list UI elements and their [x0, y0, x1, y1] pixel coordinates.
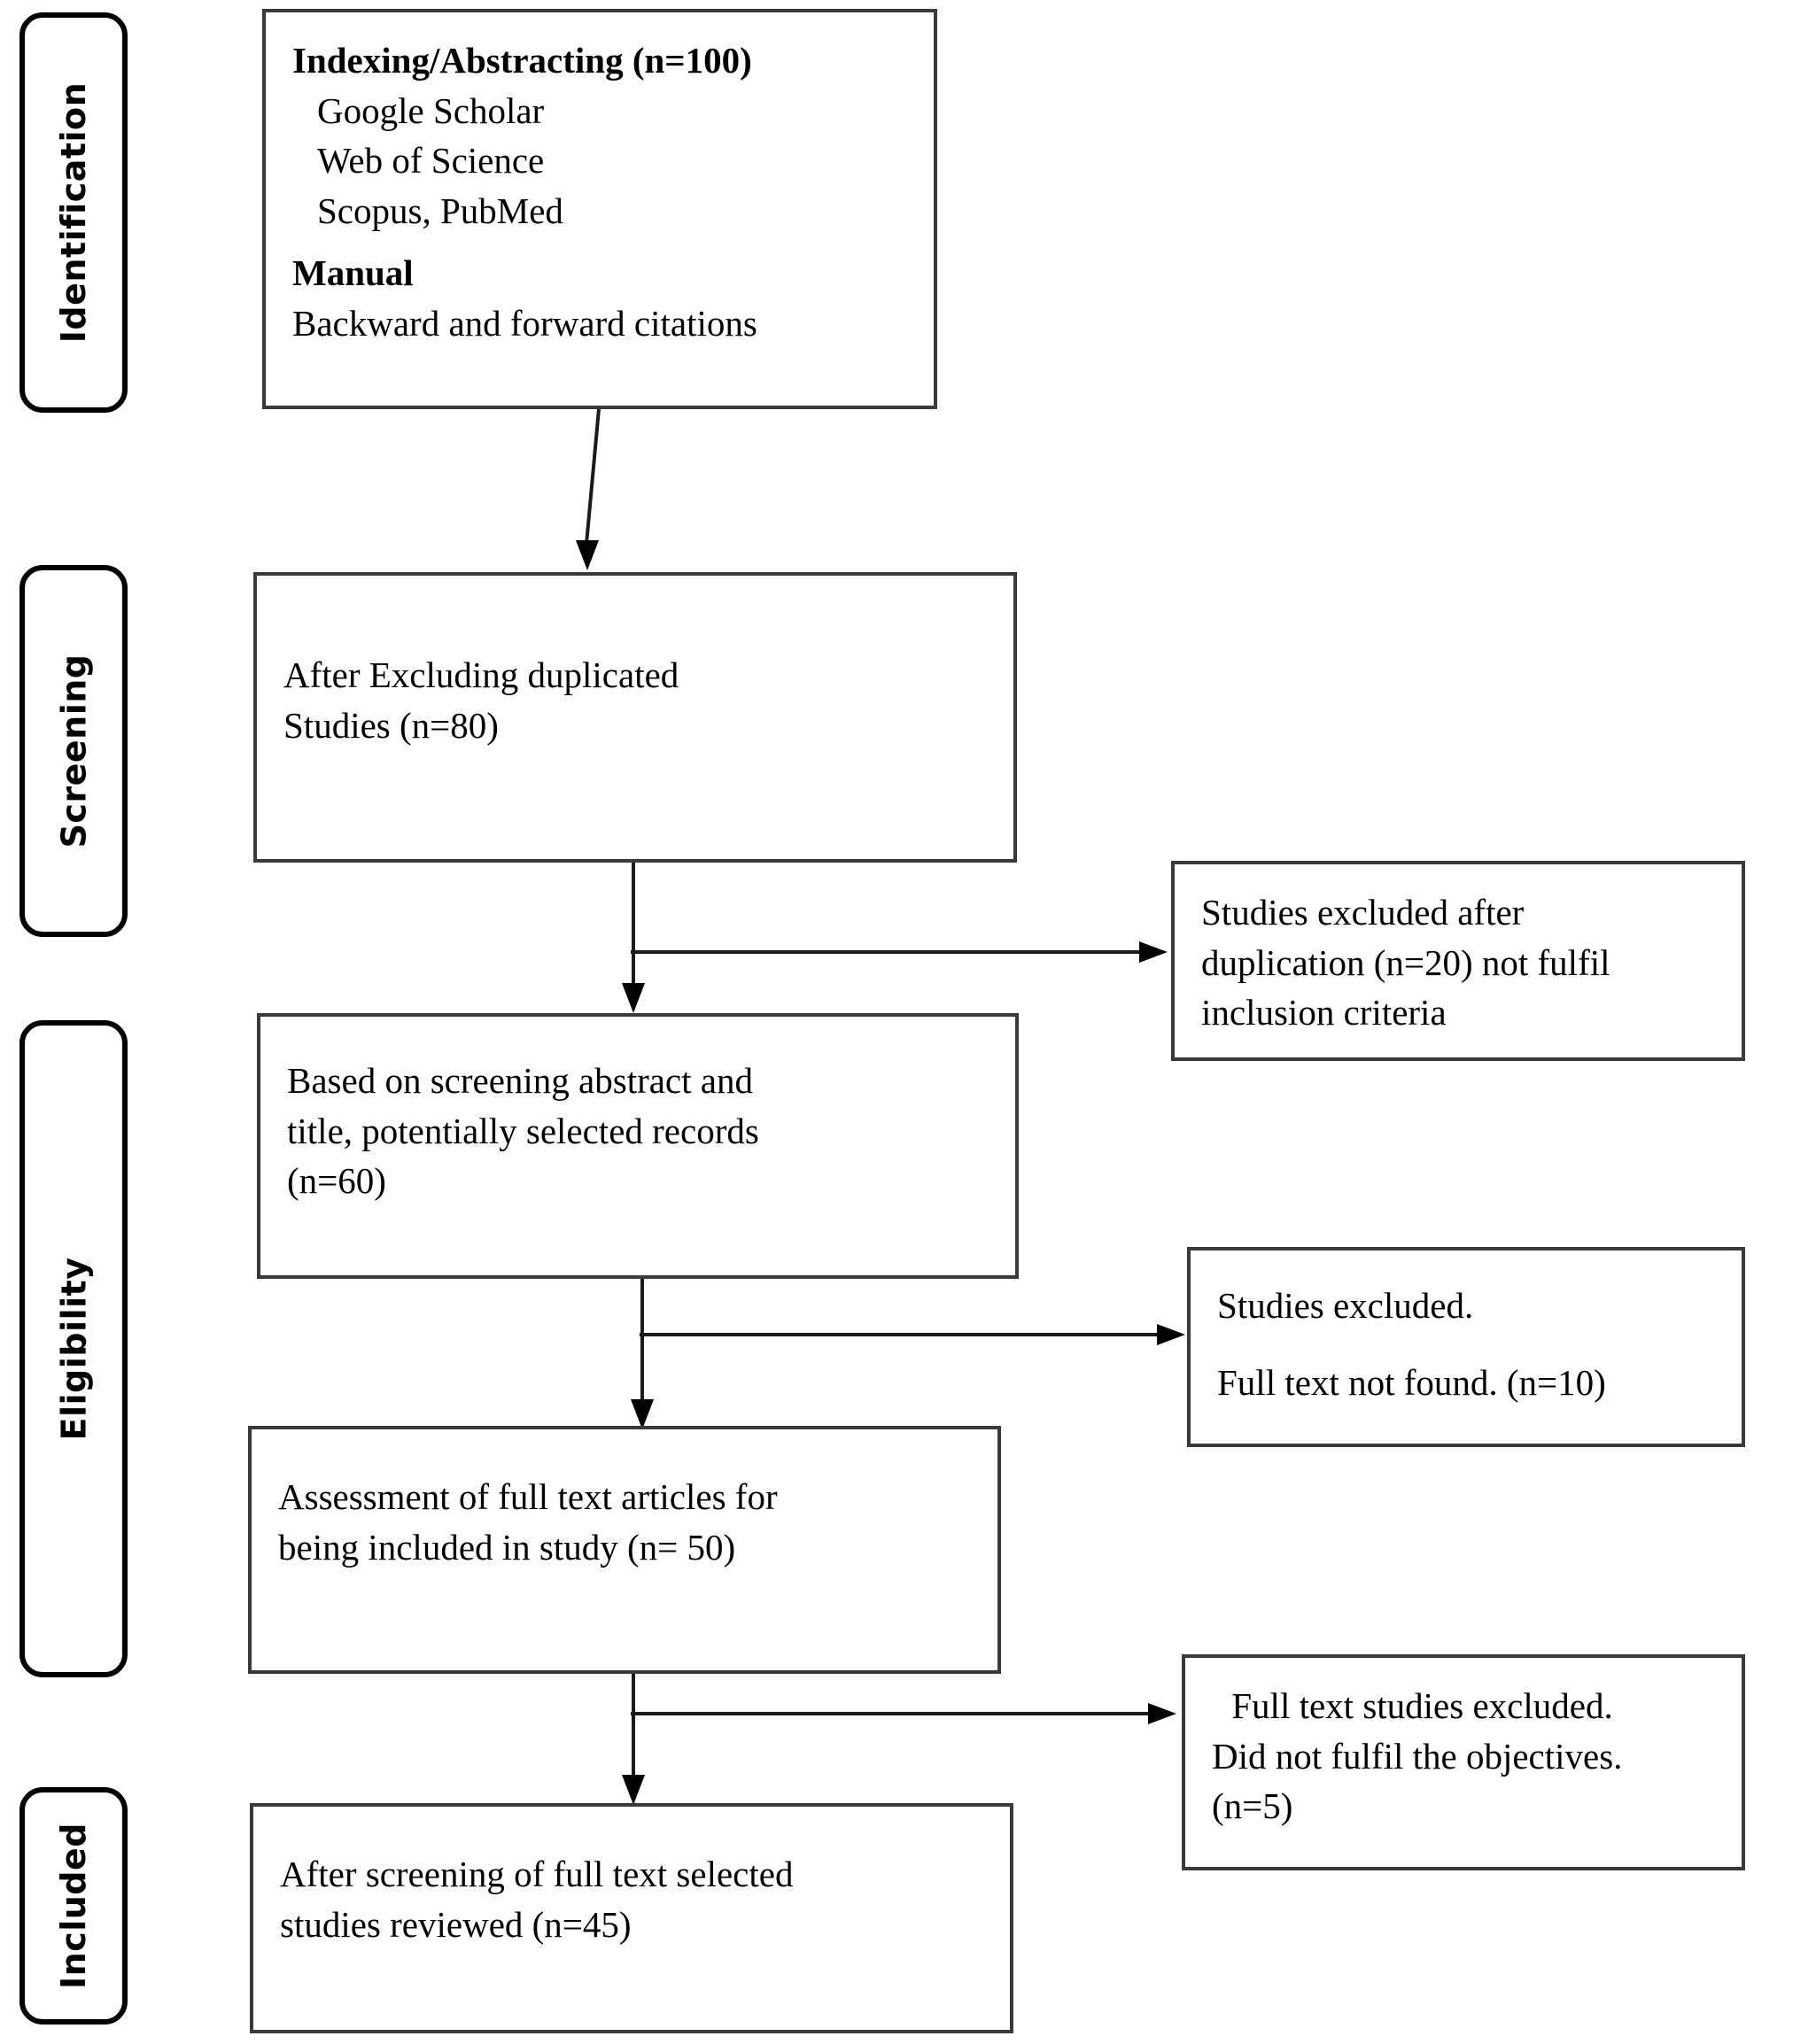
- box-excluded-objectives: Full text studies excluded. Did not fulf…: [1182, 1654, 1745, 1870]
- box-excluded-objectives-line-0: Full text studies excluded.: [1222, 1685, 1613, 1726]
- box-after-duplicates: After Excluding duplicated Studies (n=80…: [253, 572, 1017, 863]
- box-after-duplicates-line-0: After Excluding duplicated: [283, 654, 679, 695]
- connector-to-excluded-duplication: [631, 939, 1171, 965]
- connector-fulltext-to-final: [611, 1674, 664, 1805]
- box-screened-records-line-0: Based on screening abstract and: [287, 1060, 753, 1101]
- stage-identification: Identification: [19, 12, 128, 413]
- box-excluded-duplication-line-2: inclusion criteria: [1201, 992, 1447, 1034]
- connector-screened-to-fulltext: [620, 1279, 673, 1429]
- connector-after-duplicates-to-screened: [611, 863, 664, 1013]
- box-excluded-duplication-line-1: duplication (n=20) not fulfil: [1201, 941, 1610, 983]
- box-fulltext-assessment-line-1: being included in study (n= 50): [278, 1526, 736, 1568]
- box-screened-records: Based on screening abstract and title, p…: [257, 1013, 1019, 1279]
- stage-eligibility: Eligibility: [19, 1020, 128, 1677]
- box-sources-line-4: Manual: [292, 252, 414, 294]
- stage-eligibility-label: Eligibility: [54, 1257, 94, 1441]
- stage-included-label: Included: [54, 1823, 94, 1989]
- box-excluded-objectives-line-2: (n=5): [1212, 1785, 1293, 1827]
- connector-to-excluded-no-fulltext: [640, 1321, 1189, 1348]
- stage-screening: Screening: [19, 565, 128, 937]
- box-fulltext-assessment-line-0: Assessment of full text articles for: [278, 1476, 778, 1517]
- stage-included: Included: [19, 1787, 128, 2025]
- box-sources-line-2: Web of Science: [317, 140, 545, 182]
- box-sources-line-3: Scopus, PubMed: [317, 190, 563, 231]
- connector-sources-to-after-duplicates: [567, 408, 620, 570]
- stage-screening-label: Screening: [54, 654, 94, 848]
- box-screened-records-line-2: (n=60): [287, 1160, 386, 1202]
- box-final-included: After screening of full text selected st…: [250, 1803, 1013, 2033]
- box-fulltext-assessment: Assessment of full text articles for bei…: [248, 1426, 1001, 1674]
- box-final-included-line-0: After screening of full text selected: [280, 1854, 794, 1894]
- box-after-duplicates-line-1: Studies (n=80): [283, 704, 499, 746]
- box-excluded-duplication-line-0: Studies excluded after: [1201, 892, 1525, 933]
- box-excluded-no-fulltext-line-0: Studies excluded.: [1217, 1285, 1474, 1326]
- box-excluded-duplication: Studies excluded after duplication (n=20…: [1171, 861, 1745, 1061]
- box-sources-line-5: Backward and forward citations: [292, 302, 757, 344]
- connector-to-excluded-objectives: [631, 1700, 1180, 1727]
- box-excluded-objectives-line-1: Did not fulfil the objectives.: [1212, 1735, 1623, 1777]
- box-excluded-no-fulltext: Studies excluded. Full text not found. (…: [1187, 1247, 1745, 1447]
- box-sources-line-1: Google Scholar: [317, 89, 545, 131]
- box-screened-records-line-1: title, potentially selected records: [287, 1110, 759, 1151]
- stage-identification-label: Identification: [54, 81, 93, 344]
- box-sources: Indexing/Abstracting (n=100) Google Scho…: [262, 9, 937, 409]
- box-excluded-no-fulltext-line-1: Full text not found. (n=10): [1217, 1361, 1606, 1403]
- box-sources-line-0: Indexing/Abstracting (n=100): [292, 40, 752, 81]
- box-final-included-line-1: studies reviewed (n=45): [280, 1903, 632, 1945]
